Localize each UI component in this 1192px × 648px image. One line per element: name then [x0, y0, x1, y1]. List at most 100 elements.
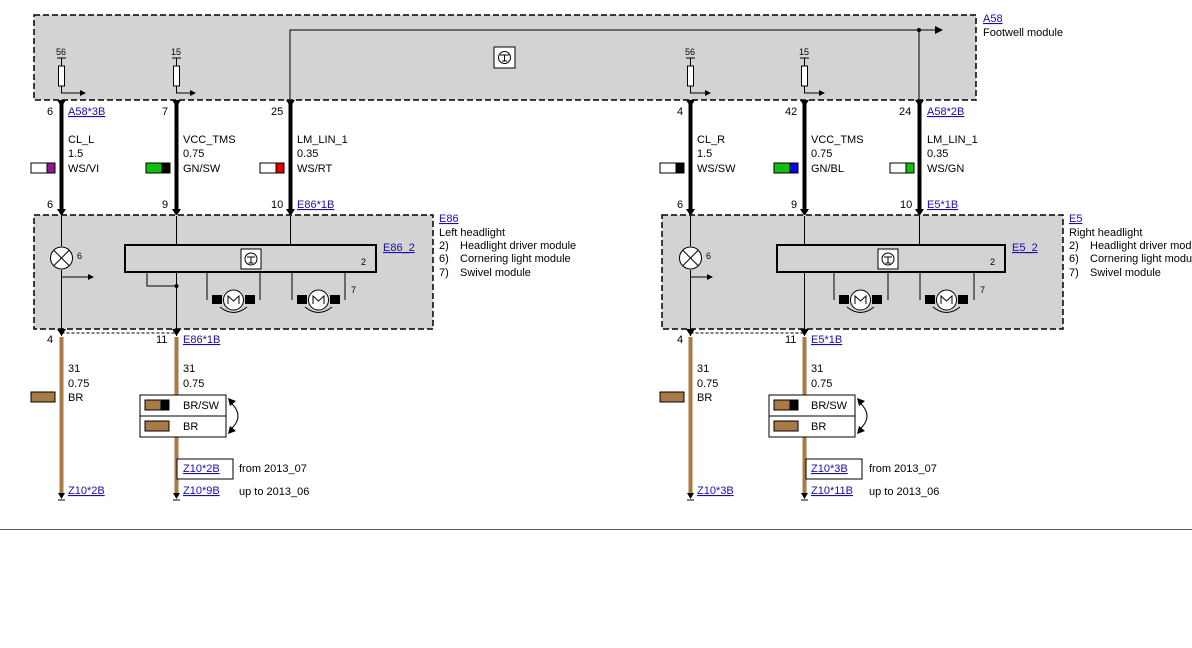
wire-info-lm-lin-right: LM_LIN_1 0.35 WS/GN	[889, 134, 978, 175]
svg-text:11: 11	[156, 334, 167, 346]
cornering-motor-icon: 7	[919, 272, 985, 313]
right-headlight-module: E5 Right headlight 2) Headlight driver m…	[661, 213, 1192, 336]
svg-text:9: 9	[791, 199, 797, 211]
wire-info-cl-r: CL_R 1.5 WS/SW	[659, 134, 736, 175]
connector-e86-1b-top-link[interactable]: E86*1B	[297, 199, 334, 211]
svg-text:6: 6	[77, 251, 82, 261]
svg-text:1.5: 1.5	[68, 148, 83, 160]
svg-text:2): 2)	[1069, 240, 1079, 252]
connector-e5-1b-top-link[interactable]: E5*1B	[927, 199, 958, 211]
svg-text:24: 24	[899, 106, 911, 118]
z10-9b-link[interactable]: Z10*9B	[183, 485, 220, 497]
svg-text:10: 10	[900, 199, 912, 211]
svg-text:42: 42	[785, 106, 797, 118]
footwell-module-name: Footwell module	[983, 27, 1063, 39]
connector-e5-1b-bottom-link[interactable]: E5*1B	[811, 334, 842, 346]
svg-text:Cornering light module: Cornering light module	[1090, 253, 1192, 265]
wire-info-lm-lin-left: LM_LIN_1 0.35 WS/RT	[259, 134, 348, 175]
svg-text:BR/SW: BR/SW	[811, 400, 848, 412]
svg-text:0.75: 0.75	[183, 378, 204, 390]
svg-text:WS/GN: WS/GN	[927, 163, 964, 175]
svg-text:25: 25	[271, 106, 283, 118]
svg-text:1.5: 1.5	[697, 148, 712, 160]
svg-text:Cornering light module: Cornering light module	[460, 253, 571, 265]
svg-text:4: 4	[47, 334, 53, 346]
svg-text:from 2013_07: from 2013_07	[239, 463, 307, 475]
svg-text:BR: BR	[811, 421, 826, 433]
svg-text:2): 2)	[439, 240, 449, 252]
svg-text:0.75: 0.75	[183, 148, 204, 160]
svg-text:31: 31	[811, 363, 823, 375]
svg-text:BR: BR	[697, 392, 712, 404]
svg-text:CL_L: CL_L	[68, 134, 94, 146]
bottom-wire-info-right: 4 11 E5*1B 31 0.75 BR 31 0.75 BR/SW BR Z…	[659, 334, 939, 498]
top-wires	[57, 100, 924, 216]
z10-11b-link[interactable]: Z10*11B	[811, 485, 853, 497]
svg-text:BR: BR	[68, 392, 83, 404]
right-headlight-id-link[interactable]: E5	[1069, 213, 1082, 225]
z10-3b-box-link[interactable]: Z10*3B	[811, 463, 848, 475]
svg-text:6: 6	[47, 199, 53, 211]
svg-text:BR/SW: BR/SW	[183, 400, 220, 412]
svg-text:0.75: 0.75	[697, 378, 718, 390]
svg-text:56: 56	[56, 47, 66, 57]
fuse-56-right: 56	[685, 47, 711, 96]
svg-text:Headlight driver module: Headlight driver module	[460, 240, 576, 252]
svg-text:0.75: 0.75	[811, 148, 832, 160]
wire-info-vcc-tms-right: VCC_TMS 0.75 GN/BL	[773, 134, 864, 175]
svg-text:7: 7	[351, 285, 356, 295]
svg-text:7): 7)	[439, 267, 449, 279]
connector-e86-1b-bottom-link[interactable]: E86*1B	[183, 334, 220, 346]
fuse-15-right: 15	[799, 47, 825, 96]
z10-2b-box-link[interactable]: Z10*2B	[183, 463, 220, 475]
connector-a58-3b-link[interactable]: A58*3B	[68, 106, 105, 118]
svg-text:15: 15	[799, 47, 809, 57]
svg-text:6): 6)	[1069, 253, 1079, 265]
svg-text:6: 6	[677, 199, 683, 211]
svg-text:7): 7)	[1069, 267, 1079, 279]
connector-a58-2b-link[interactable]: A58*2B	[927, 106, 964, 118]
svg-text:Right headlight: Right headlight	[1069, 227, 1142, 239]
fuse-15-left: 15	[171, 47, 196, 96]
svg-text:15: 15	[171, 47, 181, 57]
left-headlight-module: E86 Left headlight 2) Headlight driver m…	[33, 213, 576, 336]
svg-text:2: 2	[990, 257, 995, 267]
svg-text:6: 6	[47, 106, 53, 118]
top-pin-labels: 6 7 25 4 42 24 A58*3B A58*2B	[47, 106, 964, 118]
footwell-module-id-link[interactable]: A58	[983, 13, 1003, 25]
cornering-motor-icon: 7	[291, 272, 356, 313]
svg-text:CL_R: CL_R	[697, 134, 725, 146]
svg-text:VCC_TMS: VCC_TMS	[811, 134, 864, 146]
svg-text:Left headlight: Left headlight	[439, 227, 505, 239]
right-driver-id-link[interactable]: E5_2	[1012, 242, 1038, 254]
svg-text:4: 4	[677, 334, 683, 346]
fuse-56-left: 56	[56, 47, 86, 96]
z10-2b-link[interactable]: Z10*2B	[68, 485, 105, 497]
svg-text:LM_LIN_1: LM_LIN_1	[927, 134, 978, 146]
wire-info-cl-l: CL_L 1.5 WS/VI	[30, 134, 99, 175]
left-headlight-id-link[interactable]: E86	[439, 213, 459, 225]
svg-text:56: 56	[685, 47, 695, 57]
svg-text:WS/VI: WS/VI	[68, 163, 99, 175]
svg-text:LM_LIN_1: LM_LIN_1	[297, 134, 348, 146]
svg-text:BR: BR	[183, 421, 198, 433]
svg-text:0.75: 0.75	[811, 378, 832, 390]
wire-info-vcc-tms-left: VCC_TMS 0.75 GN/SW	[145, 134, 236, 175]
svg-text:GN/SW: GN/SW	[183, 163, 221, 175]
svg-text:6): 6)	[439, 253, 449, 265]
svg-text:7: 7	[162, 106, 168, 118]
svg-text:WS/RT: WS/RT	[297, 163, 333, 175]
svg-text:VCC_TMS: VCC_TMS	[183, 134, 236, 146]
z10-3b-link[interactable]: Z10*3B	[697, 485, 734, 497]
svg-text:10: 10	[271, 199, 283, 211]
left-driver-id-link[interactable]: E86_2	[383, 242, 415, 254]
svg-text:Swivel module: Swivel module	[1090, 267, 1161, 279]
svg-text:6: 6	[706, 251, 711, 261]
swivel-motor-icon	[833, 272, 889, 313]
svg-text:from 2013_07: from 2013_07	[869, 463, 937, 475]
svg-text:WS/SW: WS/SW	[697, 163, 736, 175]
footwell-module: A58 Footwell module 56 15 56	[33, 13, 1063, 105]
svg-text:up to 2013_06: up to 2013_06	[869, 486, 939, 498]
svg-text:31: 31	[183, 363, 195, 375]
